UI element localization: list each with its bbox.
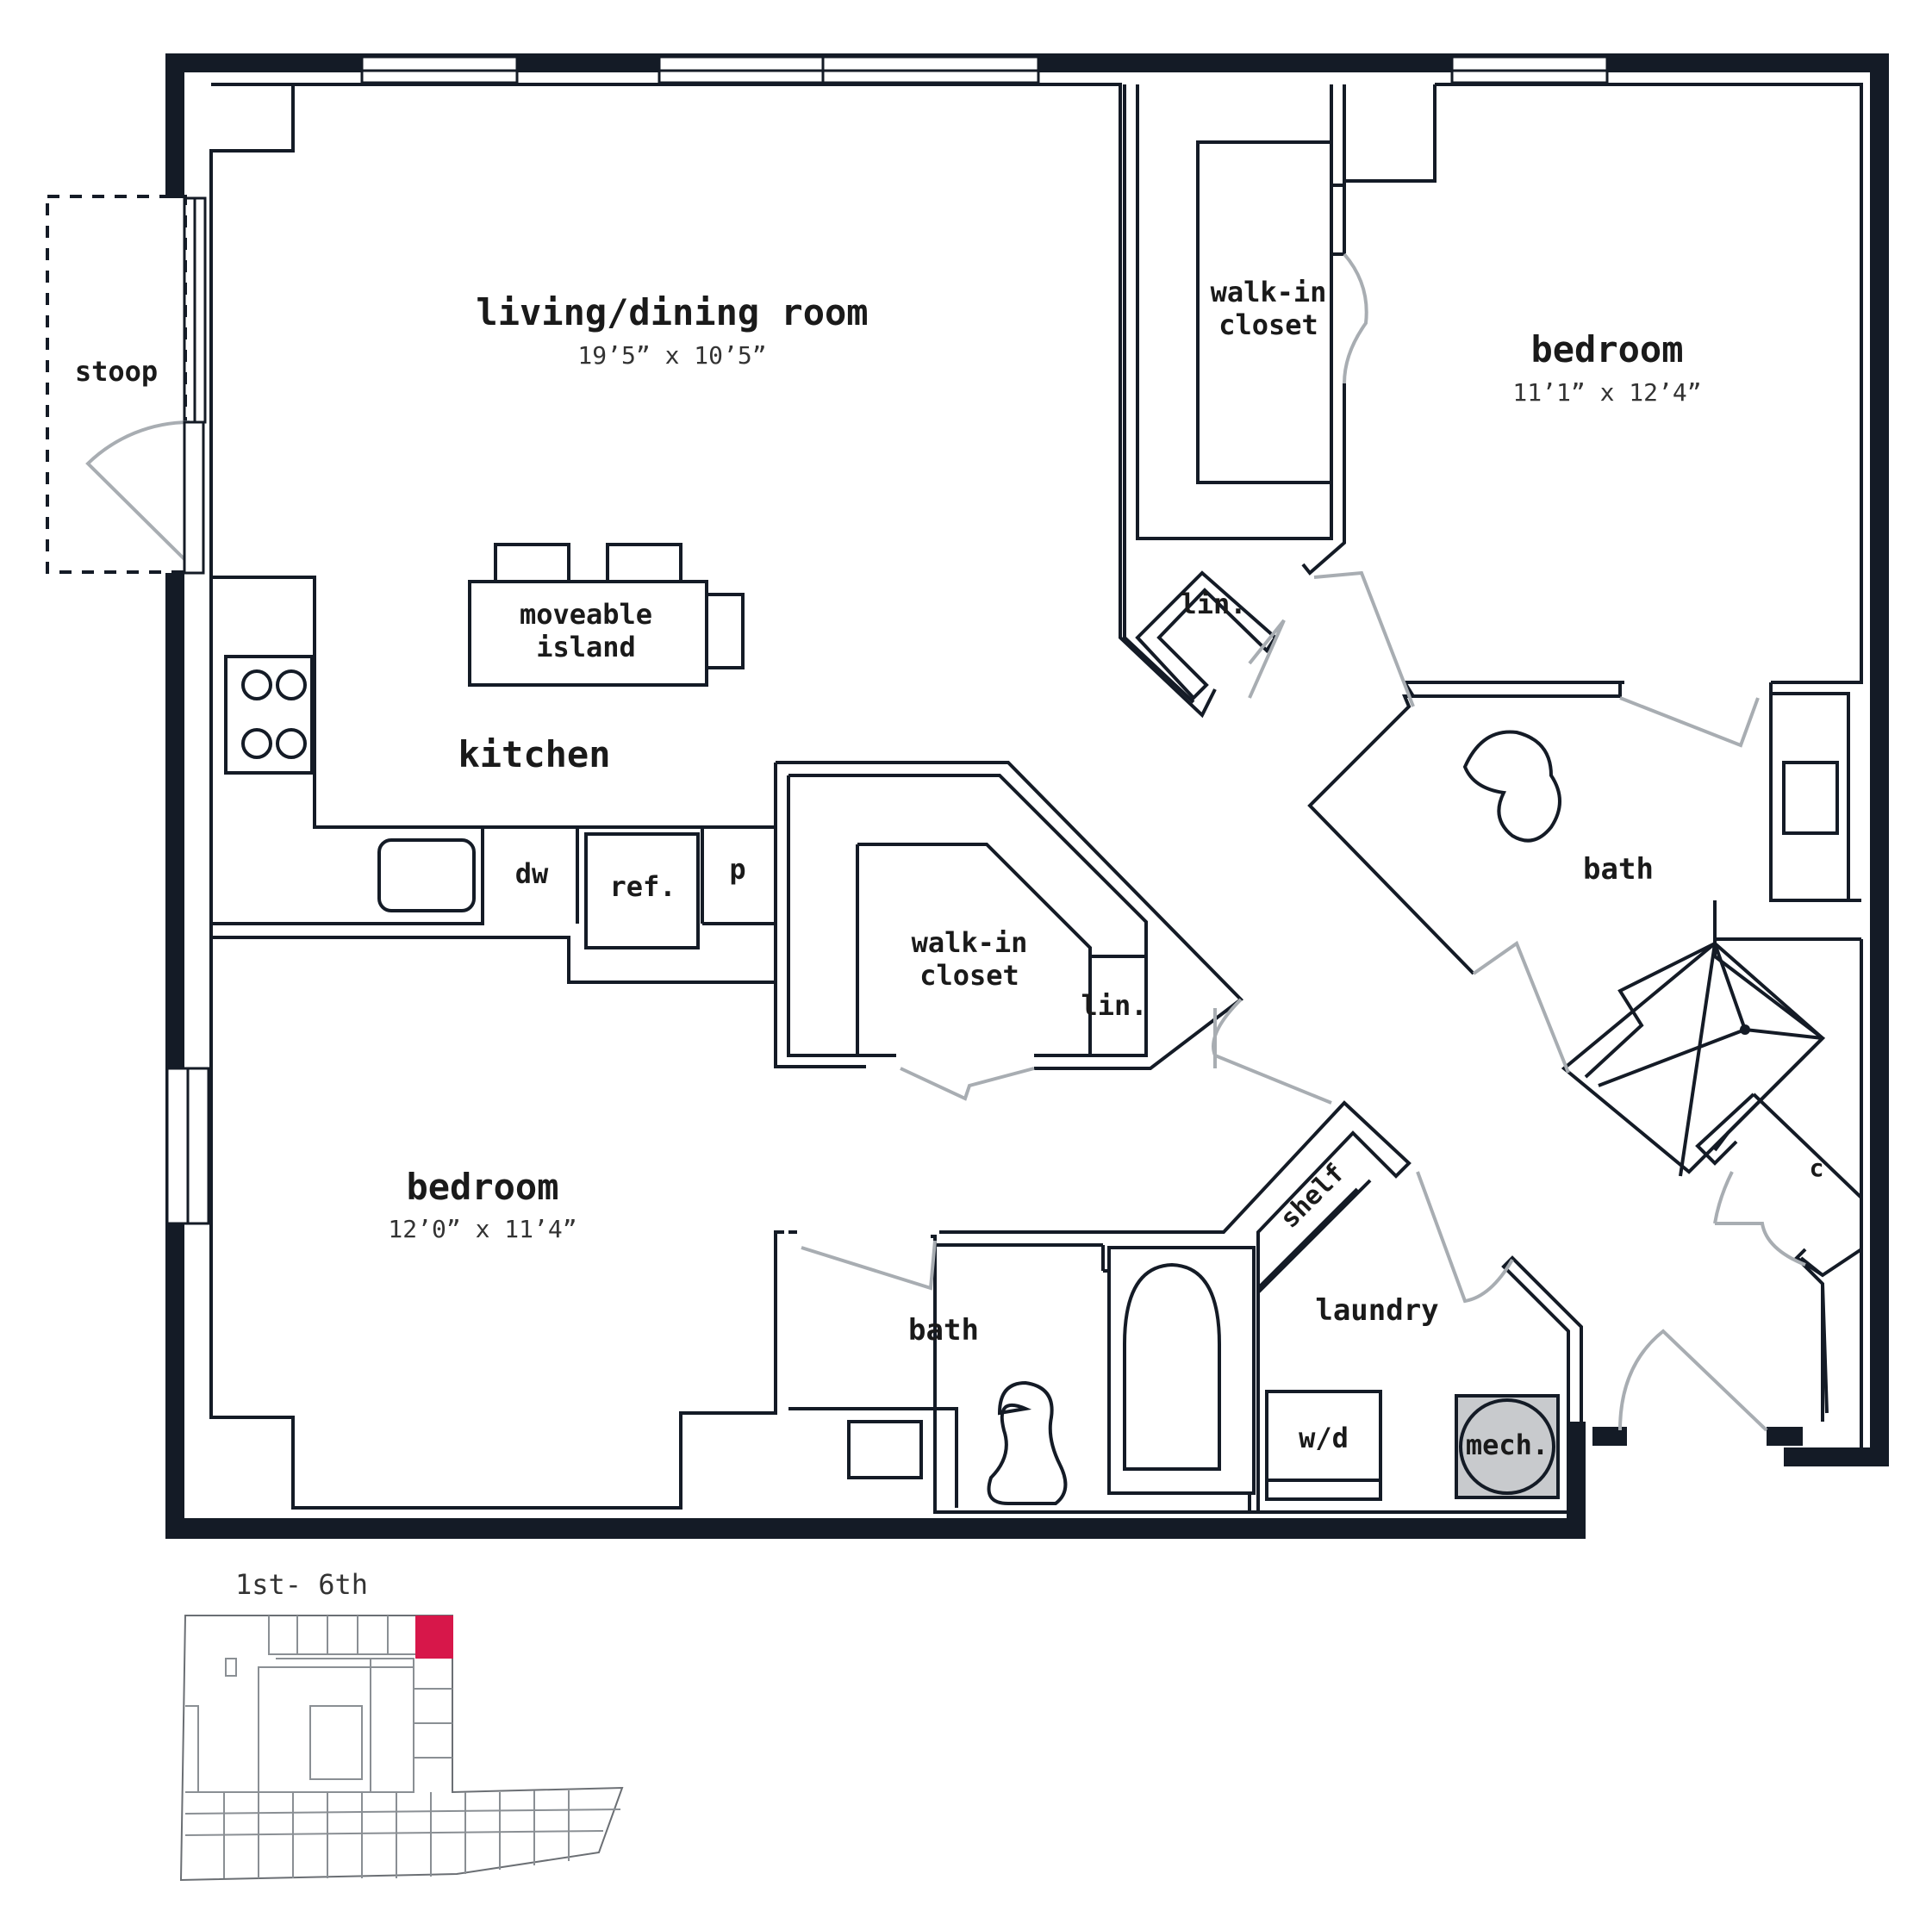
door-swings xyxy=(801,252,1806,1432)
bedroom-right-dims: 11’1” x 12’4” xyxy=(1512,378,1701,407)
linen-mid-label: lin. xyxy=(1081,989,1147,1022)
kitchen-fixtures xyxy=(224,543,745,949)
pantry-label: p xyxy=(729,853,745,886)
laundry-label: laundry xyxy=(1315,1293,1438,1328)
closets xyxy=(1090,570,1278,1055)
laundry-fixtures xyxy=(1256,1187,1560,1501)
dishwasher-label: dw xyxy=(515,857,549,890)
key-plan: 1st- 6th xyxy=(179,1568,624,1882)
interior-walls xyxy=(209,83,1863,1516)
kitchen-label: kitchen xyxy=(458,733,610,775)
exterior-walls xyxy=(165,53,1889,1539)
keyplan-floors-label: 1st- 6th xyxy=(235,1568,368,1601)
closet-top-label-2: closet xyxy=(1218,308,1318,341)
unit-highlight xyxy=(415,1616,453,1659)
room-labels: living/dining room 19’5” x 10’5” bedroom… xyxy=(75,276,1824,1348)
stoop-label: stoop xyxy=(75,355,158,388)
stoop xyxy=(46,195,205,575)
bedroom-right-label: bedroom xyxy=(1530,328,1683,370)
left-bath-fixtures xyxy=(788,1246,1256,1508)
island-label-1: moveable xyxy=(520,598,652,631)
bath-right-label: bath xyxy=(1583,852,1654,887)
closet-top-label-1: walk-in xyxy=(1211,276,1327,308)
closet-c-label: c xyxy=(1810,1154,1824,1182)
bedroom-left-dims: 12’0” x 11’4” xyxy=(388,1215,576,1243)
washer-dryer-label: w/d xyxy=(1299,1422,1349,1454)
fixture-labels: dw ref. p w/d mech. xyxy=(515,853,1549,1461)
refrigerator-label: ref. xyxy=(609,870,676,903)
linen-top-label: lin. xyxy=(1180,588,1246,620)
bedroom-left-label: bedroom xyxy=(406,1166,558,1208)
living-room-label: living/dining room xyxy=(476,291,868,333)
right-bath-fixtures xyxy=(1462,730,1839,1177)
bath-left-label: bath xyxy=(908,1313,979,1348)
island-label-2: island xyxy=(536,631,636,663)
mechanical-label: mech. xyxy=(1466,1429,1549,1461)
closet-mid-label-1: walk-in xyxy=(912,926,1028,959)
living-room-dims: 19’5” x 10’5” xyxy=(577,341,766,370)
closet-mid-label-2: closet xyxy=(919,959,1019,992)
shelf-label: shelf xyxy=(1274,1158,1351,1235)
windows xyxy=(165,55,1609,1225)
